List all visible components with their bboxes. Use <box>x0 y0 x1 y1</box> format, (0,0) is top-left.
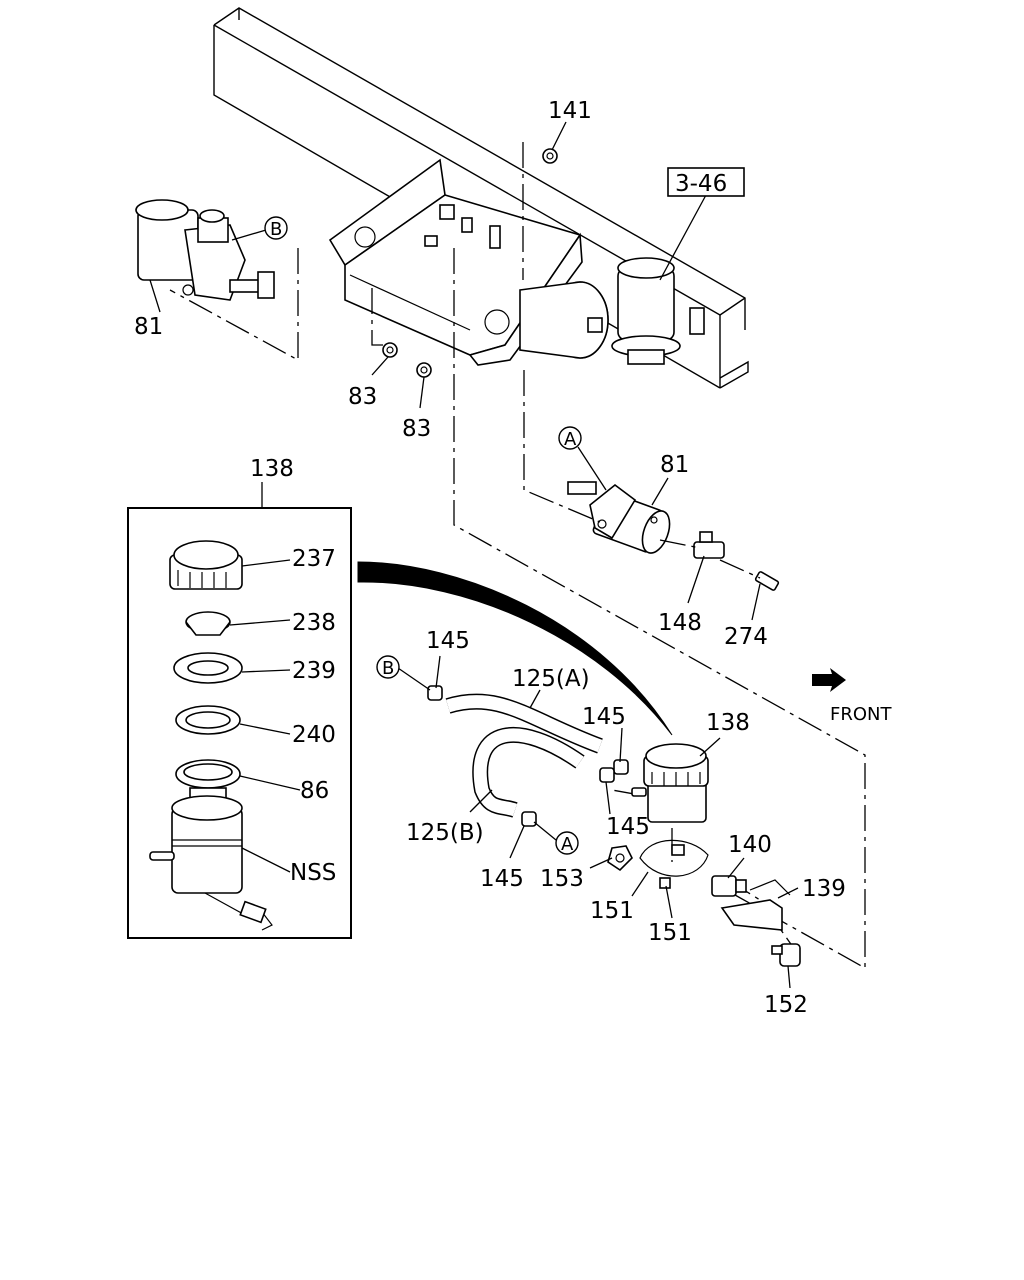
label-152: 152 <box>764 992 808 1018</box>
label-circle-a-hose: A <box>561 834 574 855</box>
hose-125B <box>472 726 585 818</box>
label-83-b: 83 <box>402 416 431 442</box>
circle-b-top-icon <box>264 216 288 240</box>
label-circle-b-hose: B <box>382 658 394 679</box>
label-145-a: 145 <box>426 628 470 654</box>
hose-125A <box>445 693 603 754</box>
reference-box-3-46 <box>667 167 745 197</box>
label-151-a: 151 <box>590 898 634 924</box>
fitting-274 <box>754 571 780 591</box>
label-81-top: 81 <box>134 314 163 340</box>
label-3-46: 3-46 <box>675 171 727 197</box>
motor-middle <box>567 481 671 554</box>
label-238: 238 <box>292 610 336 636</box>
label-138-reservoir: 138 <box>706 710 750 736</box>
clamp-145-c <box>599 767 615 783</box>
clamp-145-a <box>427 685 443 701</box>
label-141: 141 <box>548 98 592 124</box>
nut-83-a <box>382 342 398 358</box>
main-leaders <box>149 121 799 989</box>
ring-86 <box>175 759 241 799</box>
fitting-148 <box>693 531 725 559</box>
label-circle-b-top: B <box>270 219 282 240</box>
circle-b-hose-icon <box>376 655 400 679</box>
circle-a-top-icon <box>558 426 582 450</box>
label-125b: 125(B) <box>406 820 484 846</box>
label-nss: NSS <box>290 860 336 886</box>
label-front: FRONT <box>830 704 892 725</box>
label-145-d: 145 <box>480 866 524 892</box>
seal-239 <box>173 652 243 684</box>
reservoir-body-nss <box>149 795 273 931</box>
label-274: 274 <box>724 624 768 650</box>
label-239: 239 <box>292 658 336 684</box>
label-151-b: 151 <box>648 920 692 946</box>
clamp-145-d <box>521 811 537 827</box>
nut-141 <box>542 148 558 164</box>
motor-upper-left <box>135 199 275 301</box>
detail-box-138 <box>127 507 352 939</box>
circle-a-hose-icon <box>555 831 579 855</box>
label-148: 148 <box>658 610 702 636</box>
label-145-c: 145 <box>606 814 650 840</box>
label-240: 240 <box>292 722 336 748</box>
label-circle-a-top: A <box>564 429 577 450</box>
label-153: 153 <box>540 866 584 892</box>
band-clamp-151 <box>639 839 709 889</box>
reservoir-138 <box>631 743 709 823</box>
gasket-240 <box>175 705 241 735</box>
label-81-mid: 81 <box>660 452 689 478</box>
bracket-139 <box>720 879 791 931</box>
label-145-b: 145 <box>582 704 626 730</box>
front-arrow-icon <box>812 668 846 692</box>
clamp-145-b <box>613 759 629 775</box>
nut-83-b <box>416 362 432 378</box>
label-83-a: 83 <box>348 384 377 410</box>
detail-pointer-arc <box>357 561 673 736</box>
bolt-152 <box>771 943 801 967</box>
box-leaders <box>229 559 301 873</box>
bolt-140 <box>711 875 747 897</box>
air-dryer <box>611 257 705 365</box>
label-86: 86 <box>300 778 329 804</box>
label-125a: 125(A) <box>512 666 590 692</box>
label-140: 140 <box>728 832 772 858</box>
filter-238 <box>185 611 231 636</box>
air-tank <box>519 281 609 359</box>
label-237: 237 <box>292 546 336 572</box>
label-138-box: 138 <box>250 456 294 482</box>
cap-237 <box>169 540 243 590</box>
label-139: 139 <box>802 876 846 902</box>
